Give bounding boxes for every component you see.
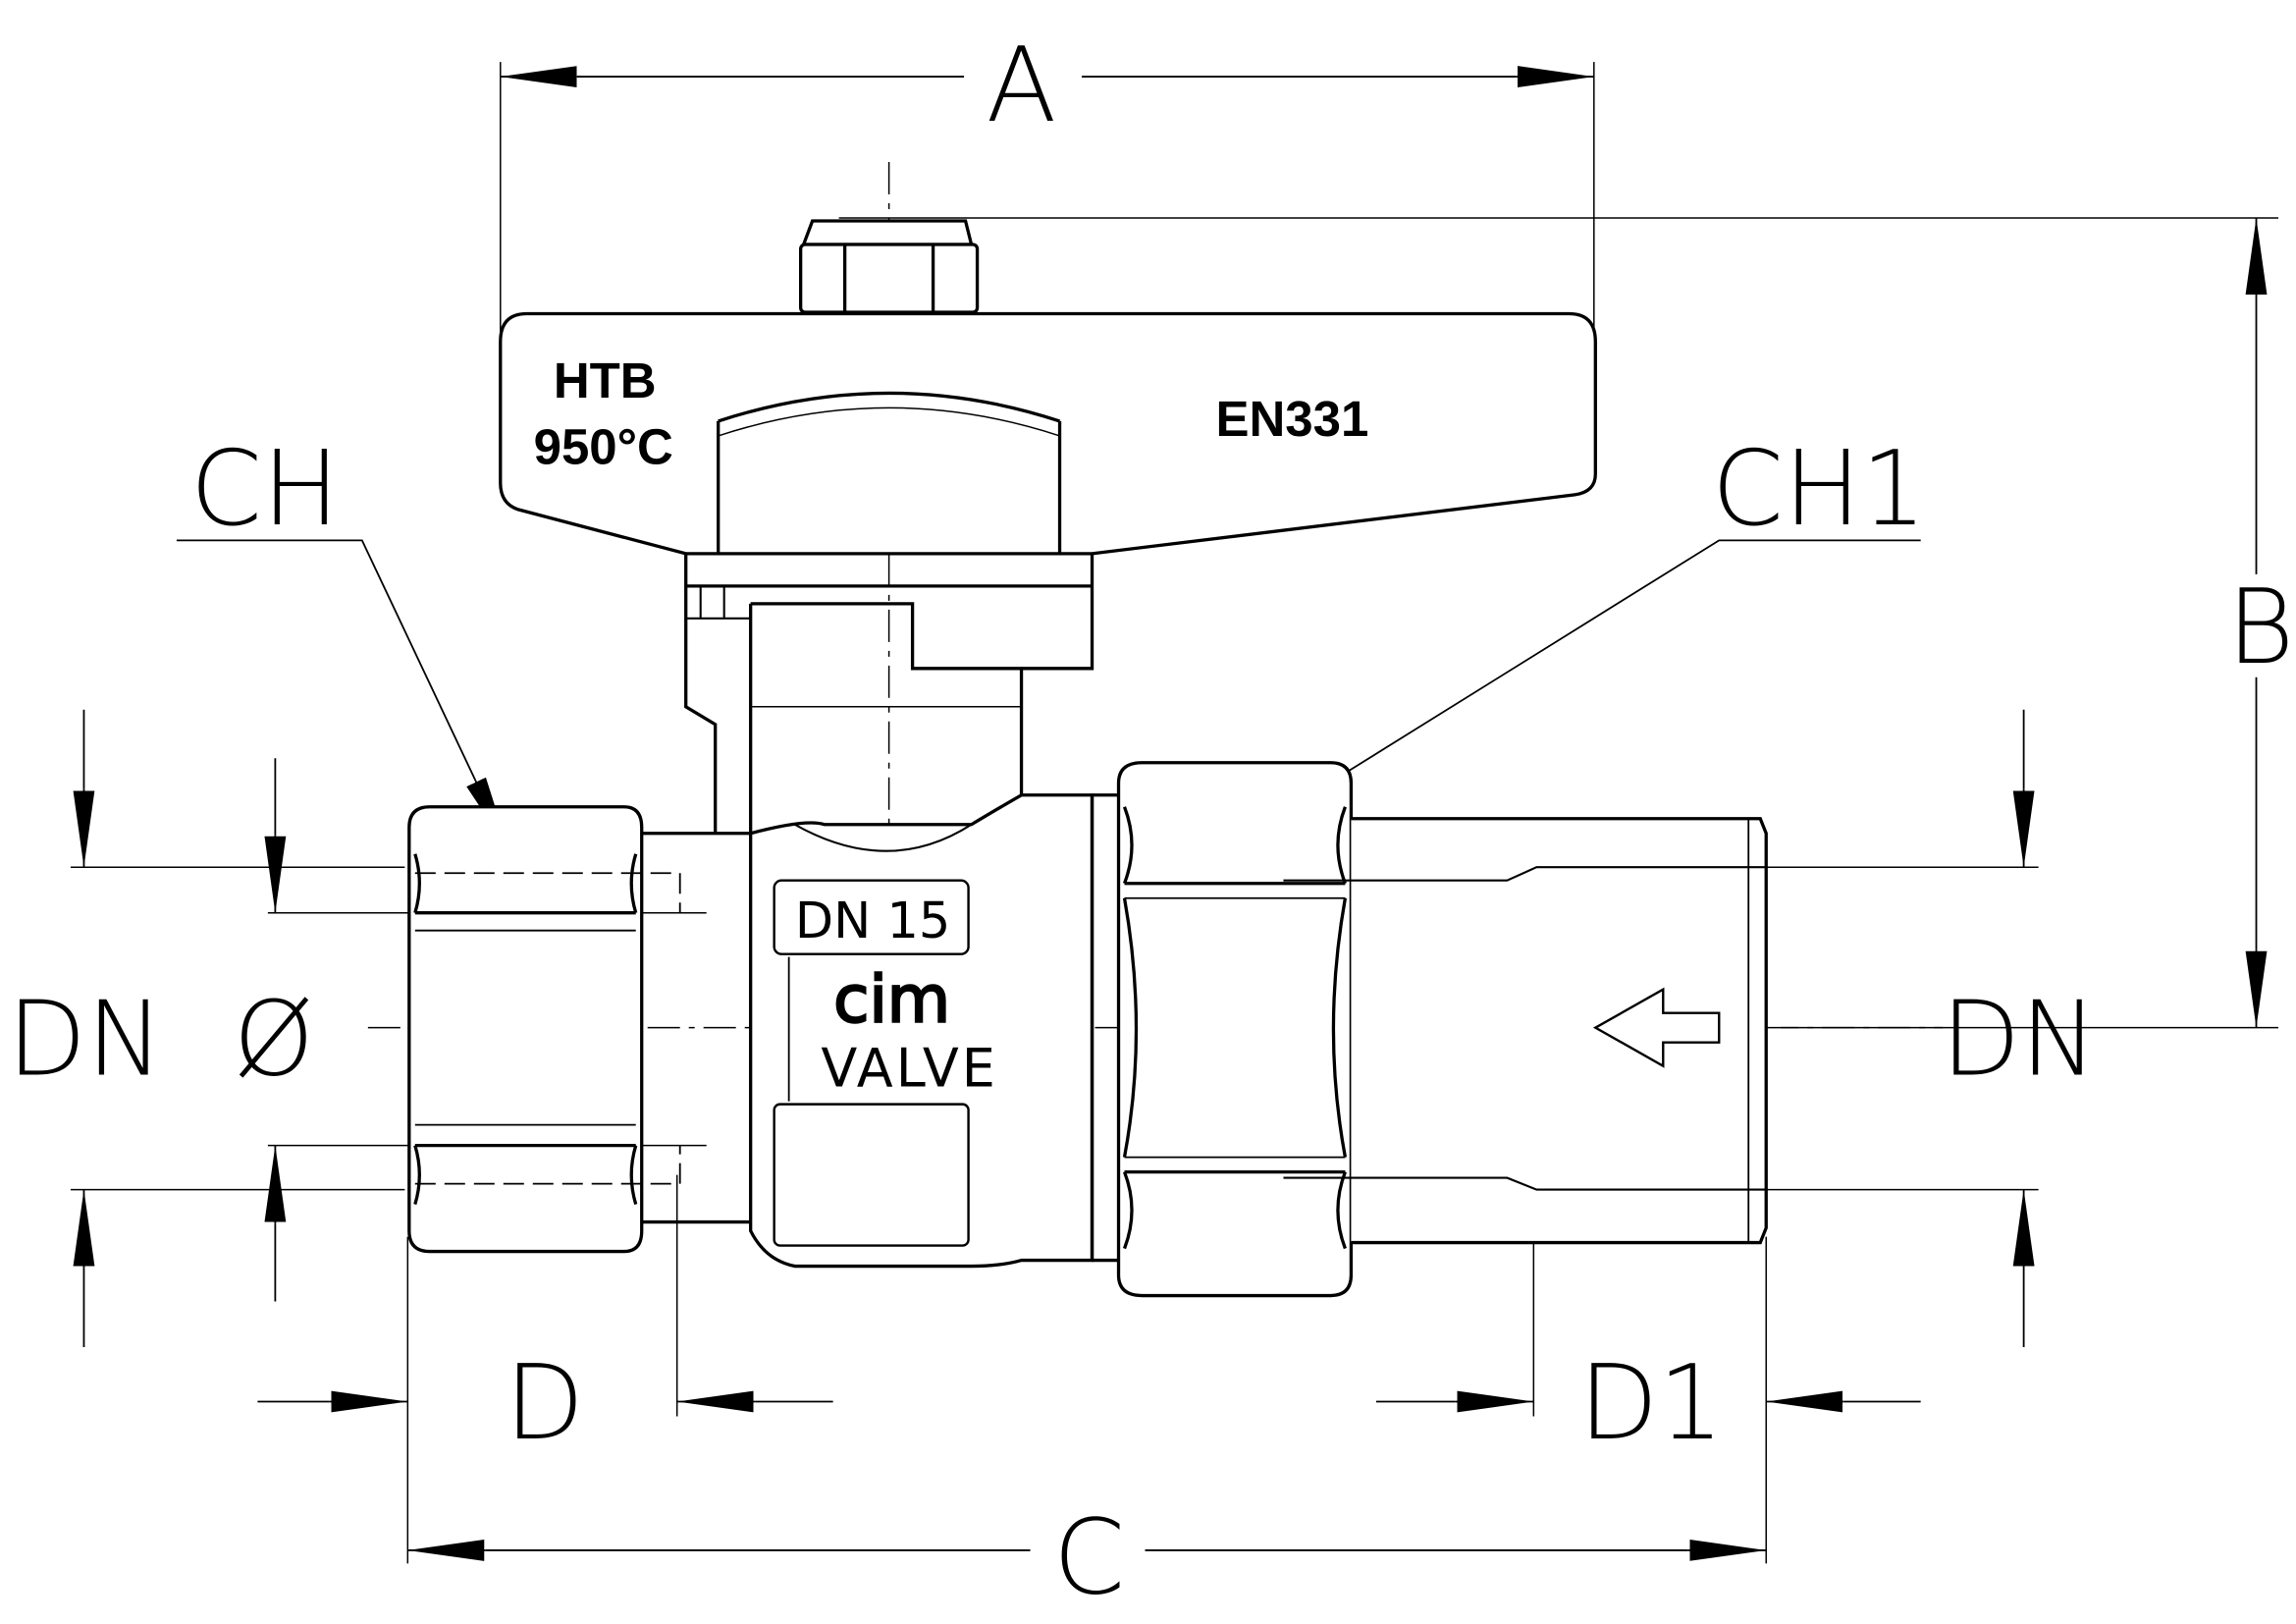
size-plate (773, 879, 970, 955)
maker-logo-text: cim (833, 962, 950, 1038)
left-hex-outline (407, 805, 644, 1254)
dim-label-a: A (987, 26, 1057, 145)
maker-text: VALVE (821, 1038, 998, 1100)
left-hex-end (407, 805, 754, 1254)
flow-direction-arrow (1592, 987, 1721, 1068)
union-nut (1116, 761, 1354, 1298)
handle (499, 219, 1597, 834)
stem-left (684, 553, 718, 834)
dim-label-diameter: Ø (234, 980, 315, 1100)
male-end-outline (1351, 817, 1768, 1245)
dim-label-dn-left: DN (7, 980, 163, 1100)
dim-label-dn-right: DN (1941, 980, 2097, 1100)
handle-nut-top (801, 219, 974, 246)
size-marking-text: DN 15 (795, 893, 950, 950)
flat-plate (773, 1103, 970, 1247)
dim-label-ch: CH (190, 429, 340, 549)
dim-label-b: B (2227, 568, 2295, 687)
handle-brand-text: HTB (554, 352, 657, 408)
union-nut-outline (1116, 761, 1354, 1298)
dim-label-c: C (1053, 1497, 1125, 1617)
dim-label-d: D (505, 1343, 584, 1463)
handle-temperature-text: 950°C (534, 418, 673, 474)
dimension-lines (73, 66, 2268, 1561)
leader-ch1 (1332, 539, 1921, 782)
handle-nut (799, 243, 980, 314)
dim-label-ch1: CH1 (1712, 429, 1927, 549)
leader-ch (176, 539, 477, 782)
valve-body (749, 793, 1119, 1269)
handle-standard-text: EN331 (1216, 391, 1369, 447)
right-male-end (1283, 817, 1768, 1245)
dim-label-d1: D1 (1578, 1343, 1724, 1463)
